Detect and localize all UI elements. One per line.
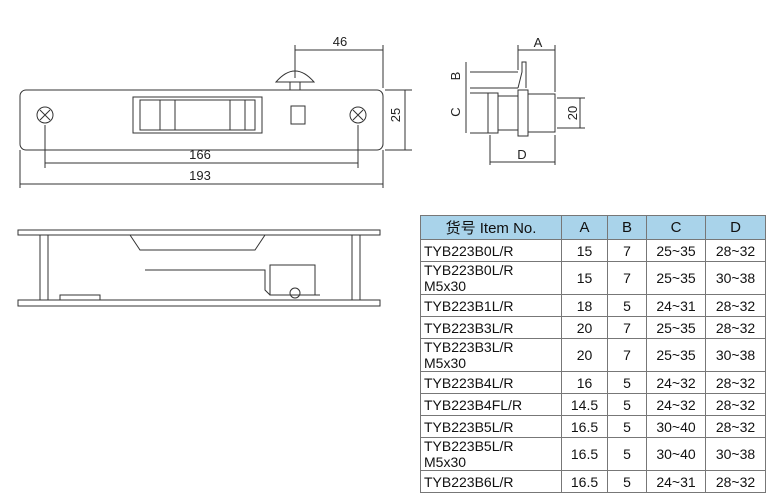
- dim-46: 46: [333, 34, 347, 49]
- cell-c: 30~40: [646, 437, 706, 471]
- header-c: C: [646, 215, 706, 240]
- cell-b: 5: [607, 371, 647, 394]
- cell-c: 24~32: [646, 371, 706, 394]
- cell-b: 5: [607, 415, 647, 438]
- technical-drawing: 46 25 166 193 A B C 20 D: [17, 34, 585, 307]
- cell-d: 28~32: [705, 294, 766, 317]
- cell-d: 28~32: [705, 393, 766, 416]
- cell-a: 14.5: [561, 393, 608, 416]
- cell-a: 16.5: [561, 415, 608, 438]
- cell-d: 28~32: [705, 239, 766, 262]
- screw-icon: [36, 106, 54, 124]
- dim-25: 25: [388, 108, 403, 122]
- cell-d: 30~38: [705, 437, 766, 471]
- cell-a: 20: [561, 316, 608, 339]
- header-item-no: 货号 Item No.: [420, 215, 562, 240]
- dim-a: A: [534, 35, 543, 50]
- cell-b: 5: [607, 437, 647, 471]
- dim-b: B: [448, 72, 463, 81]
- cell-c: 25~35: [646, 316, 706, 339]
- cell-b: 5: [607, 470, 647, 493]
- cell-d: 30~38: [705, 261, 766, 295]
- cell-a: 16.5: [561, 470, 608, 493]
- cell-c: 25~35: [646, 338, 706, 372]
- cell-c: 25~35: [646, 261, 706, 295]
- cell-b: 5: [607, 393, 647, 416]
- cell-b: 5: [607, 294, 647, 317]
- cell-b: 7: [607, 316, 647, 339]
- cell-a: 16.5: [561, 437, 608, 471]
- cell-c: 24~31: [646, 470, 706, 493]
- cell-c: 30~40: [646, 415, 706, 438]
- header-b: B: [607, 215, 647, 240]
- cell-item-no: TYB223B3L/R: [420, 316, 562, 339]
- cell-item-no: TYB223B4L/R: [420, 371, 562, 394]
- indicator-icon: [290, 105, 306, 125]
- lock-section-view: [17, 229, 381, 236]
- header-d: D: [705, 215, 766, 240]
- cell-b: 7: [607, 338, 647, 372]
- cell-d: 28~32: [705, 415, 766, 438]
- cell-c: 24~32: [646, 393, 706, 416]
- lock-side-view: [487, 92, 499, 134]
- cell-item-no: TYB223B4FL/R: [420, 393, 562, 416]
- cell-c: 25~35: [646, 239, 706, 262]
- lock-plate-top-view: [19, 89, 384, 151]
- cell-d: 30~38: [705, 338, 766, 372]
- dim-d: D: [517, 147, 526, 162]
- dim-c: C: [448, 107, 463, 116]
- cell-d: 28~32: [705, 316, 766, 339]
- cell-item-no: TYB223B0L/R M5x30: [420, 261, 562, 295]
- dim-193: 193: [189, 168, 211, 183]
- cell-a: 18: [561, 294, 608, 317]
- latch-slot: [132, 96, 263, 134]
- cell-c: 24~31: [646, 294, 706, 317]
- dim-20: 20: [565, 106, 580, 120]
- cell-a: 16: [561, 371, 608, 394]
- cell-item-no: TYB223B6L/R: [420, 470, 562, 493]
- cell-a: 20: [561, 338, 608, 372]
- cell-item-no: TYB223B0L/R: [420, 239, 562, 262]
- cell-item-no: TYB223B1L/R: [420, 294, 562, 317]
- cell-b: 7: [607, 239, 647, 262]
- cell-item-no: TYB223B5L/R M5x30: [420, 437, 562, 471]
- cell-d: 28~32: [705, 371, 766, 394]
- knob-icon: [274, 70, 316, 90]
- cell-b: 7: [607, 261, 647, 295]
- header-a: A: [561, 215, 608, 240]
- cell-a: 15: [561, 261, 608, 295]
- table-header: 货号 Item No. A B C D: [420, 215, 766, 240]
- cell-d: 28~32: [705, 470, 766, 493]
- cell-item-no: TYB223B3L/R M5x30: [420, 338, 562, 372]
- cell-a: 15: [561, 239, 608, 262]
- cell-item-no: TYB223B5L/R: [420, 415, 562, 438]
- dim-166: 166: [189, 147, 211, 162]
- screw-icon: [349, 106, 367, 124]
